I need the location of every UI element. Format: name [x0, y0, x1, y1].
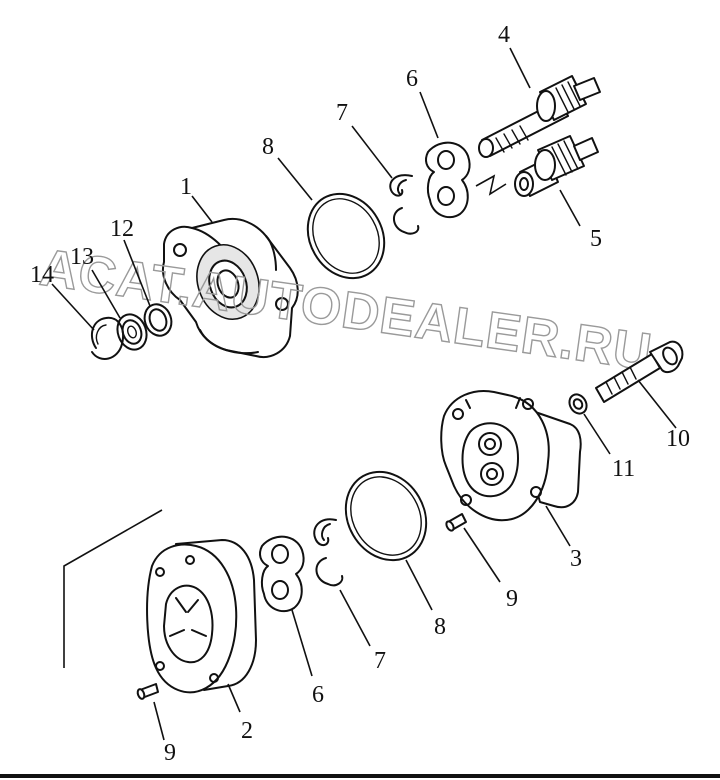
part-8-o-ring-bottom [344, 470, 428, 562]
part-12-washer [143, 303, 173, 337]
callout-7-top: 7 [336, 100, 348, 126]
callout-3: 3 [570, 546, 582, 572]
callout-7-bottom: 7 [374, 648, 386, 674]
part-9-dowel-pin-left [136, 683, 159, 700]
callout-9-right: 9 [506, 586, 518, 612]
part-8-o-ring-top [306, 192, 386, 280]
callout-10: 10 [666, 426, 690, 452]
watermark-text: ACAT.AUTODEALER.RU [37, 239, 656, 382]
callout-1: 1 [180, 174, 192, 200]
callout-13: 13 [70, 244, 94, 270]
part-7-backup-ring-bottom [313, 518, 344, 587]
callout-2: 2 [241, 718, 253, 744]
part-2-gear-case [146, 539, 257, 694]
assembly-reference-lines [63, 509, 163, 668]
part-6-wear-plate-top [425, 141, 471, 219]
callout-14: 14 [30, 262, 54, 288]
callout-4: 4 [498, 22, 510, 48]
part-11-washer [568, 393, 588, 415]
leader-lines [51, 47, 677, 741]
watermark-layer: ACAT.AUTODEALER.RU [36, 238, 656, 383]
callout-12: 12 [110, 216, 134, 242]
callout-8-top: 8 [262, 134, 274, 160]
callout-6-bottom: 6 [312, 682, 324, 708]
callout-5: 5 [590, 226, 602, 252]
part-10-bolt [595, 340, 684, 403]
part-5-driven-gear [475, 135, 599, 197]
callout-8-bottom: 8 [434, 614, 446, 640]
part-7-backup-ring-top [389, 174, 420, 235]
callout-11: 11 [612, 456, 635, 482]
callout-6-top: 6 [406, 66, 418, 92]
part-6-wear-plate-bottom [259, 535, 305, 613]
part-9-dowel-pin-right [445, 513, 467, 532]
part-4-drive-shaft [478, 75, 601, 158]
callout-labels: 1 2 3 4 5 6 6 7 7 8 8 9 9 10 11 12 13 14 [30, 22, 690, 766]
callout-9-left: 9 [164, 740, 176, 766]
part-1-front-cover [162, 218, 299, 358]
part-3-rear-housing [440, 390, 582, 522]
